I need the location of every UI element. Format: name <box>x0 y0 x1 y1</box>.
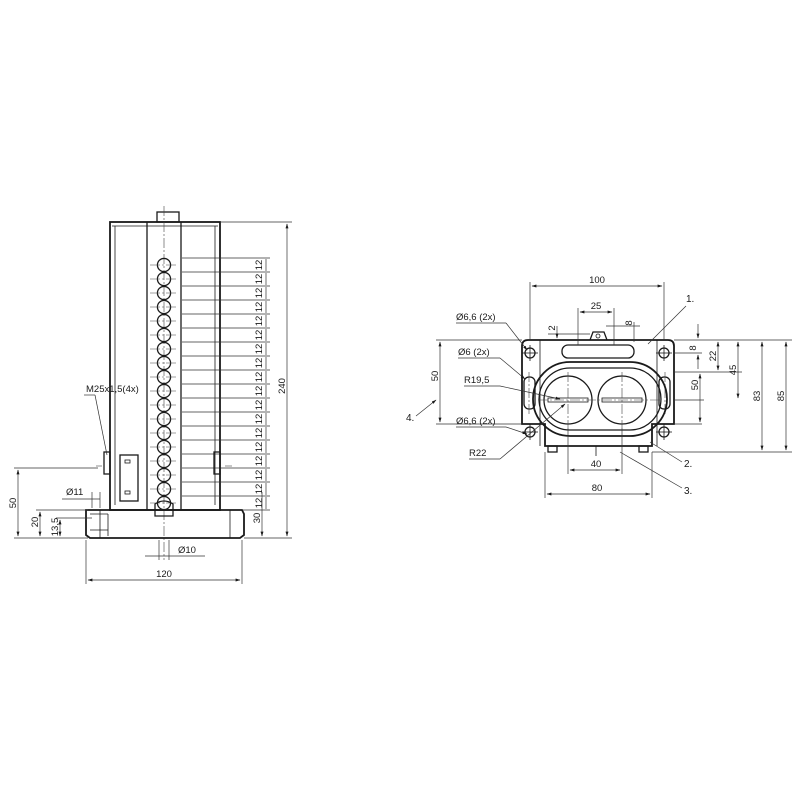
dim-83: 83 <box>752 391 763 402</box>
pitch-label: 12 <box>254 386 265 397</box>
pitch-label: 12 <box>254 484 265 495</box>
thread-port-right <box>213 451 221 475</box>
dim-8-top: 8 <box>624 320 635 325</box>
dim-80: 80 <box>592 483 603 494</box>
dim-dia-10: Ø10 <box>178 545 196 556</box>
pitch-label: 12 <box>254 274 265 285</box>
dim-height-13-5: 13,5 <box>50 518 61 537</box>
dim-height-50: 50 <box>8 498 19 509</box>
central-oblong-outer <box>532 361 668 437</box>
pitch-label: 12 <box>254 372 265 383</box>
column-body <box>109 221 221 511</box>
callout-1: 1. <box>686 294 694 305</box>
dim-2: 2 <box>547 325 558 330</box>
foot-left <box>547 445 558 453</box>
pitch-label: 12 <box>254 288 265 299</box>
pitch-label: 12 <box>254 498 265 509</box>
dim-40: 40 <box>591 459 602 470</box>
dim-50-right: 50 <box>690 380 701 391</box>
dim-50-left: 50 <box>430 371 441 382</box>
radius-19-5: R19,5 <box>464 375 489 386</box>
dim-width-100: 100 <box>589 275 605 286</box>
base-plate <box>85 509 245 539</box>
front-view: 100 25 2 8 8 22 45 50 83 85 <box>406 275 792 498</box>
pitch-label: 12 <box>254 442 265 453</box>
dim-8-right: 8 <box>688 345 699 350</box>
pitch-label: 12 <box>254 400 265 411</box>
dim-25: 25 <box>591 301 602 312</box>
side-view: 12 12 12 12 12 12 12 12 12 12 12 12 12 12 12 12 12 12 M25… <box>8 206 292 584</box>
port-box <box>119 454 139 502</box>
dim-height-20: 20 <box>30 517 41 528</box>
callout-4: 4. <box>406 413 414 424</box>
side-slot-right <box>658 376 671 410</box>
pitch-label: 12 <box>254 344 265 355</box>
pitch-label: 12 <box>254 470 265 481</box>
thread-label: M25x1,5(4x) <box>86 384 139 395</box>
hole-6: Ø6 (2x) <box>458 347 490 358</box>
dim-85: 85 <box>776 391 787 402</box>
pitch-label: 12 <box>254 358 265 369</box>
radius-22: R22 <box>469 448 486 459</box>
hole-6-6-top: Ø6,6 (2x) <box>456 312 496 323</box>
thread-port-left <box>103 451 111 475</box>
dim-dia-11: Ø11 <box>66 487 83 498</box>
dim-22: 22 <box>708 351 719 362</box>
pitch-label: 12 <box>254 330 265 341</box>
pitch-label: 12 <box>254 428 265 439</box>
column-cap <box>156 211 180 223</box>
foot-right <box>638 445 649 453</box>
pitch-dimensions: 12 12 12 12 12 12 12 12 12 12 12 12 12 12 12 12 12 12 <box>182 257 270 511</box>
pitch-label: 12 <box>254 260 265 271</box>
pitch-label: 12 <box>254 316 265 327</box>
pitch-label: 12 <box>254 302 265 313</box>
pitch-label: 12 <box>254 456 265 467</box>
callout-2: 2. <box>684 459 692 470</box>
side-slot-left <box>523 376 536 410</box>
hole-6-6-bottom: Ø6,6 (2x) <box>456 416 496 427</box>
top-slot <box>561 344 635 359</box>
pitch-label: 12 <box>254 414 265 425</box>
dim-overall-height: 240 <box>277 378 288 394</box>
housing-outline <box>521 339 675 447</box>
dim-width-120: 120 <box>156 569 172 580</box>
dim-bottom-30: 30 <box>252 513 263 524</box>
callout-3: 3. <box>684 486 692 497</box>
top-nub <box>589 331 608 341</box>
central-oblong-inner <box>538 367 662 431</box>
hole-stack <box>150 257 178 511</box>
dim-45: 45 <box>728 365 739 376</box>
bottom-boss <box>154 500 174 517</box>
